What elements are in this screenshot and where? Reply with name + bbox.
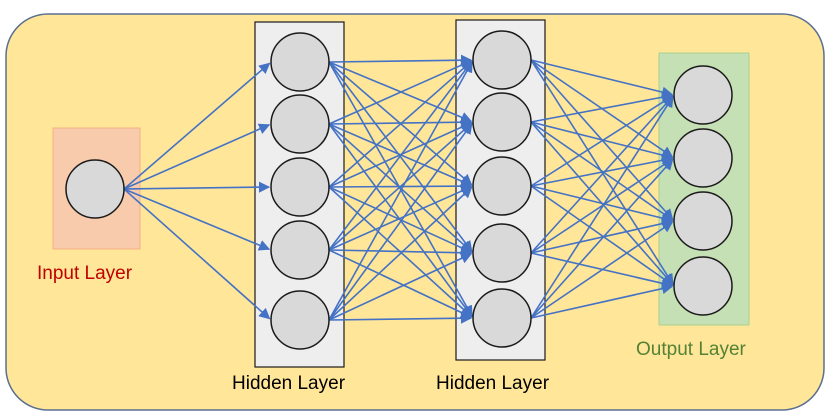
edge-hidden-2-2-to-output-2 <box>530 121 674 161</box>
output-node-4 <box>673 256 733 316</box>
output-layer-label: Output Layer <box>636 339 747 360</box>
edge-hidden-2-5-to-output-4 <box>530 283 674 319</box>
edge-hidden-2-3-to-output-3 <box>530 185 674 224</box>
hidden-1-node-2 <box>270 94 330 154</box>
edge-hidden-2-1-to-output-1 <box>530 59 674 98</box>
edge-hidden-1-5-to-hidden-2-2 <box>328 122 473 321</box>
output-node-2 <box>673 128 733 188</box>
edge-hidden-1-5-to-hidden-2-4 <box>328 253 473 321</box>
edge-hidden-2-4-to-output-3 <box>530 218 674 254</box>
edge-input-1-to-hidden-1-3 <box>123 181 271 193</box>
edge-hidden-1-3-to-hidden-2-1 <box>328 60 473 188</box>
edge-input-1-to-hidden-1-1 <box>123 62 271 190</box>
edge-hidden-2-3-to-output-4 <box>530 185 674 286</box>
edge-hidden-1-4-to-hidden-2-1 <box>328 60 473 251</box>
edge-hidden-1-3-to-hidden-2-4 <box>328 186 473 254</box>
edge-hidden-2-5-to-output-2 <box>530 158 674 319</box>
output-node-1 <box>673 65 733 125</box>
edge-hidden-1-2-to-hidden-2-4 <box>328 123 473 253</box>
output-node-3 <box>673 191 733 251</box>
edge-hidden-1-5-to-hidden-2-1 <box>328 60 473 321</box>
hidden-2-node-5 <box>472 288 532 348</box>
edge-input-1-to-hidden-1-4 <box>123 188 271 251</box>
hidden-2-node-3 <box>472 156 532 216</box>
edge-hidden-2-2-to-output-3 <box>530 121 674 221</box>
edge-hidden-2-5-to-output-3 <box>530 221 674 319</box>
hidden-layer-1-label: Hidden Layer <box>232 373 346 394</box>
edge-hidden-2-2-to-output-1 <box>530 91 674 123</box>
edge-hidden-1-5-to-hidden-2-5 <box>328 312 473 324</box>
edge-hidden-2-3-to-output-2 <box>530 154 674 187</box>
edge-hidden-2-3-to-output-1 <box>530 95 674 187</box>
edge-hidden-2-5-to-output-1 <box>530 95 674 319</box>
connections <box>123 54 674 324</box>
edge-input-1-to-hidden-1-5 <box>123 188 271 320</box>
edge-hidden-1-4-to-hidden-2-2 <box>328 122 473 251</box>
neurons <box>65 30 733 350</box>
hidden-2-node-2 <box>472 92 532 152</box>
input-node-1 <box>65 159 125 219</box>
edge-hidden-1-2-to-hidden-2-2 <box>328 116 473 128</box>
hidden-1-node-1 <box>270 32 330 92</box>
edge-hidden-1-1-to-hidden-2-1 <box>328 54 473 66</box>
edge-hidden-1-4-to-hidden-2-4 <box>328 247 473 259</box>
hidden-2-node-1 <box>472 30 532 90</box>
edge-hidden-2-4-to-output-1 <box>530 95 674 254</box>
edge-hidden-1-4-to-hidden-2-3 <box>328 185 473 251</box>
hidden-1-node-3 <box>270 157 330 217</box>
hidden-1-node-5 <box>270 290 330 350</box>
edge-input-1-to-hidden-1-2 <box>123 123 271 190</box>
edge-hidden-1-5-to-hidden-2-3 <box>328 186 473 321</box>
hidden-2-node-4 <box>472 223 532 283</box>
edge-hidden-1-4-to-hidden-2-5 <box>328 249 473 318</box>
hidden-1-node-4 <box>270 220 330 280</box>
edge-hidden-1-2-to-hidden-2-1 <box>328 59 473 125</box>
hidden-layer-2-label: Hidden Layer <box>436 373 550 394</box>
input-layer-label: Input Layer <box>37 263 133 284</box>
edge-hidden-2-4-to-output-2 <box>530 158 674 254</box>
